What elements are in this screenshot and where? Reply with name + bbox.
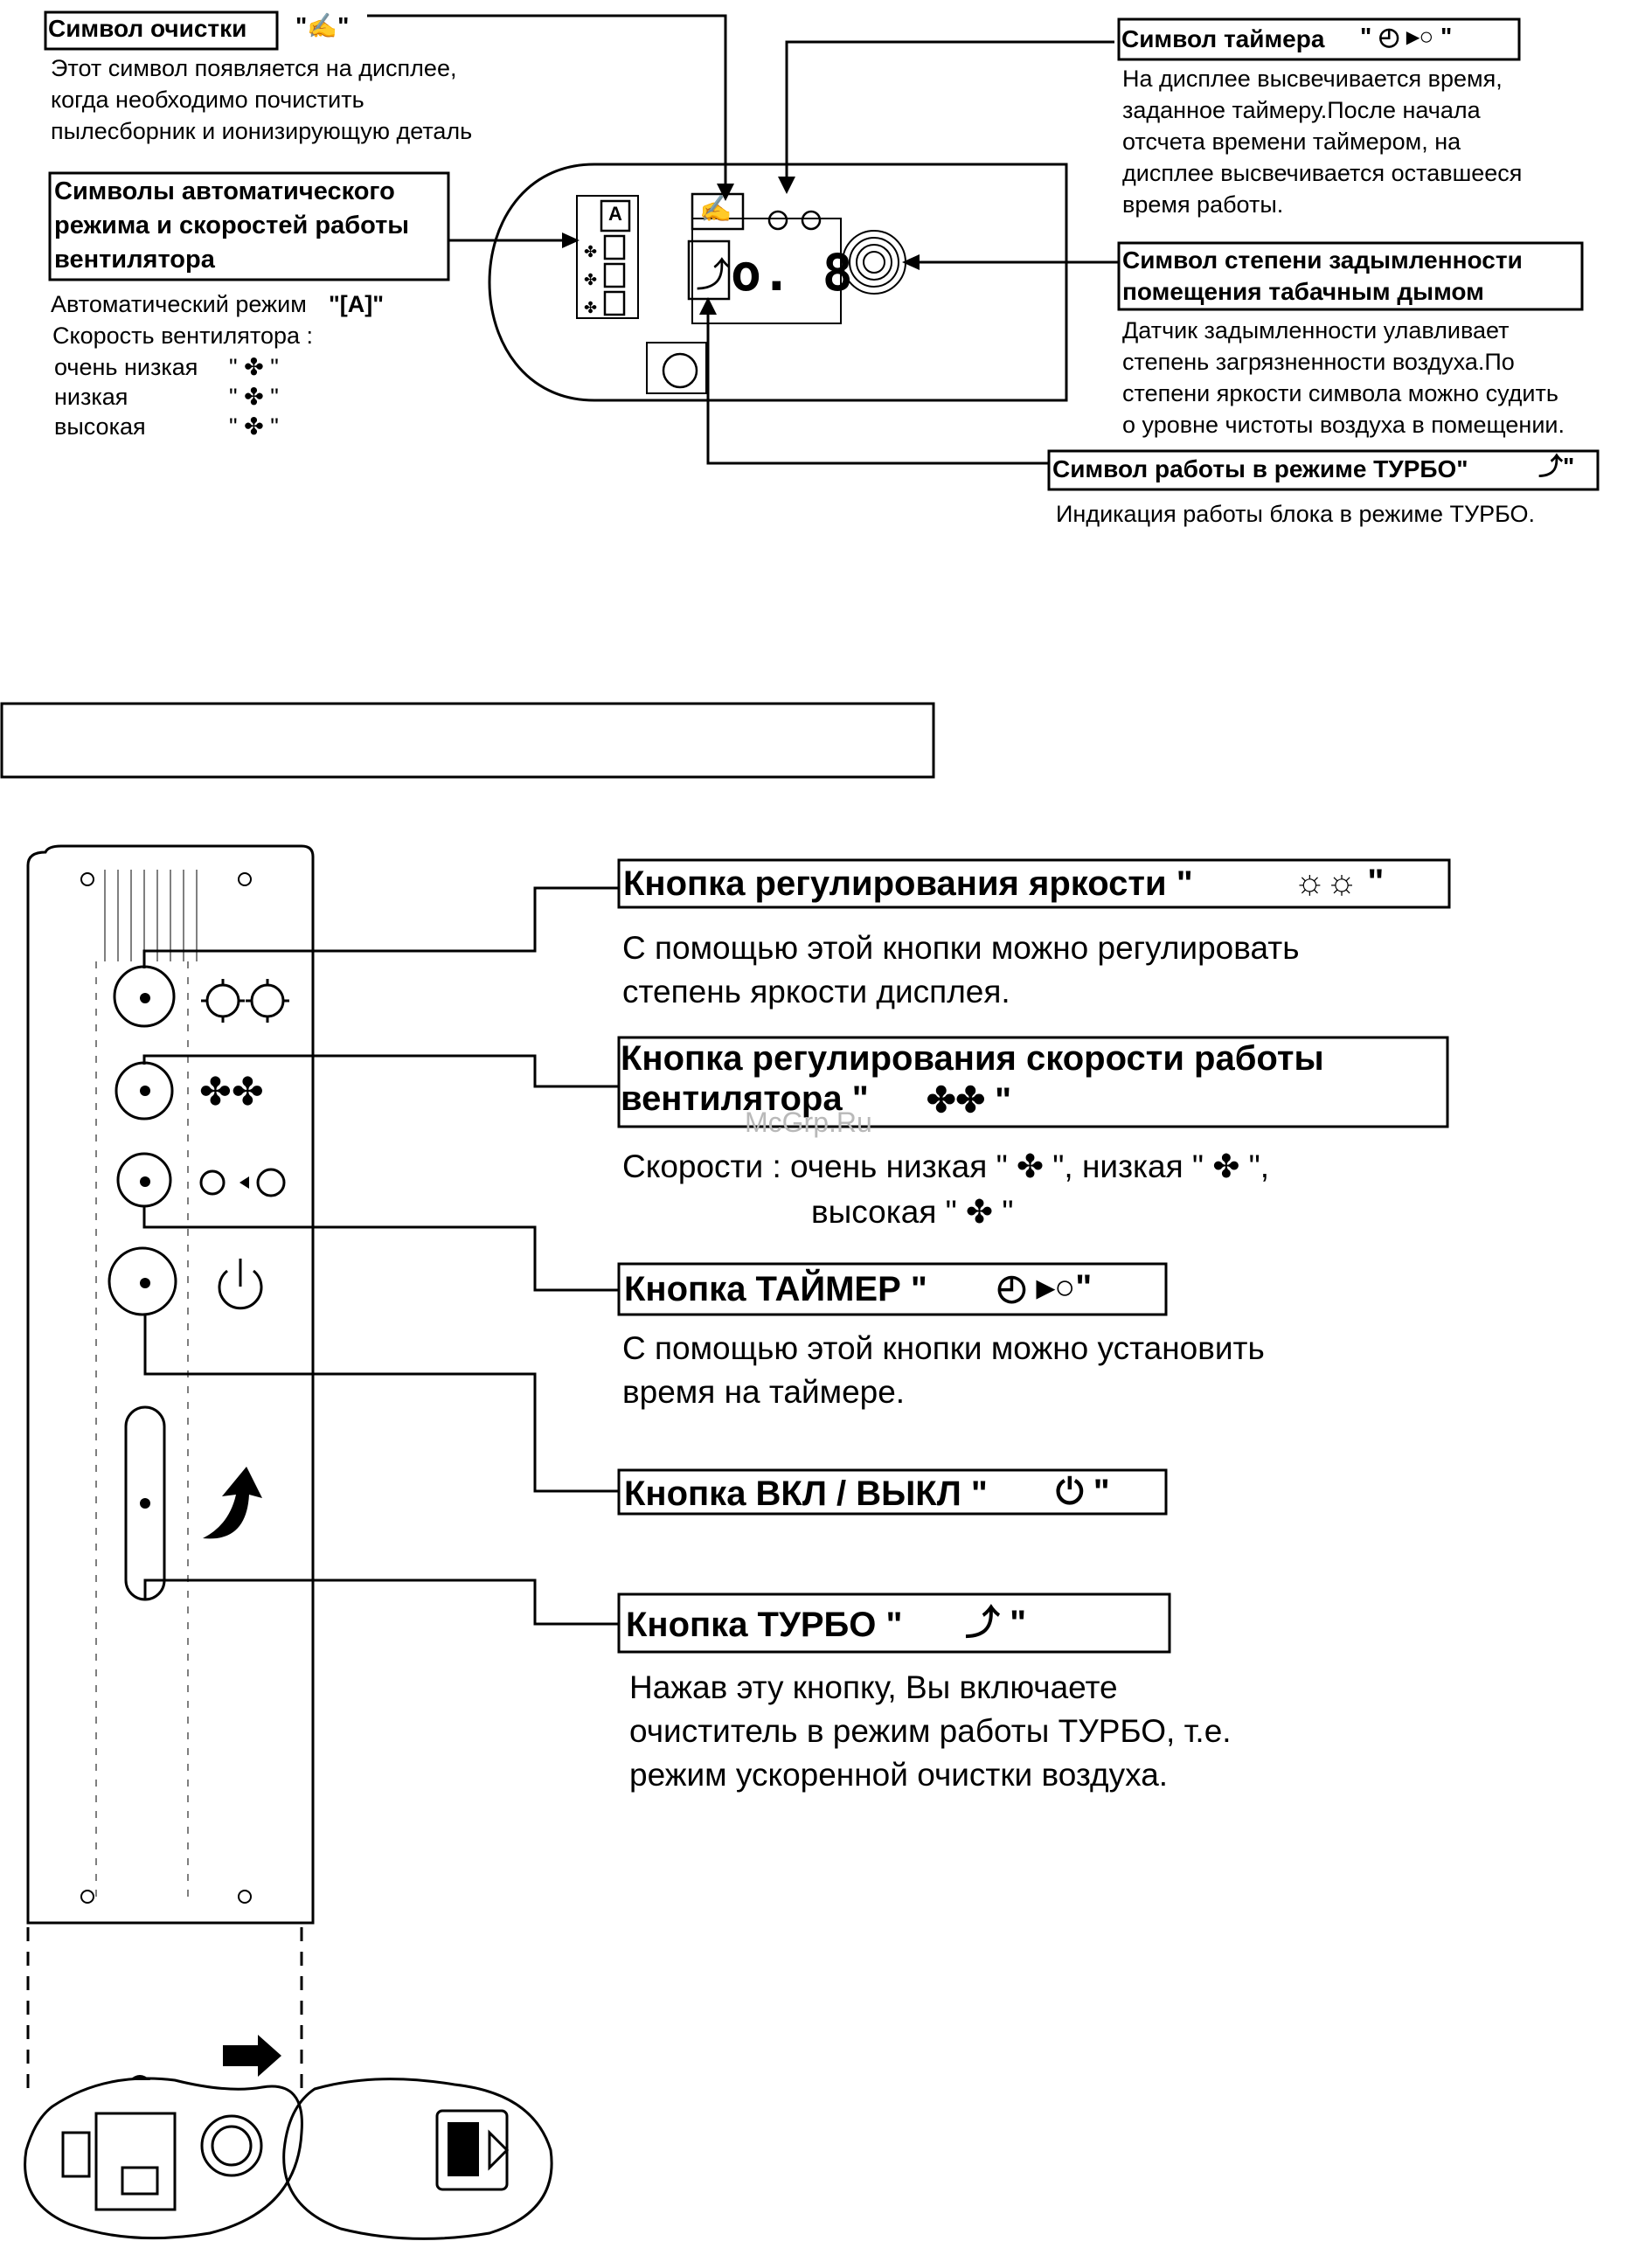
- smoke-symbol-desc: Датчик задымленности улавливает степень …: [1122, 317, 1565, 438]
- brightness-button-desc: С помощью этой кнопки можно регулировать…: [622, 930, 1300, 1010]
- display-turbo-icon: ⤴: [696, 256, 731, 295]
- section-heading-box: [0, 702, 935, 779]
- fan-button-desc-line1: Скорости : очень низкая " ✤ ", низкая " …: [622, 1148, 1270, 1184]
- display-fan-icons: ✤✤✤: [584, 243, 598, 316]
- fan-speed-very-low-symbol: " ✤ ": [229, 354, 279, 380]
- power-button-graphic: [108, 1246, 177, 1316]
- watermark: McGrp.Ru: [745, 1107, 872, 1138]
- fan-speed-label: Скорость вентилятора :: [52, 323, 314, 349]
- cleaning-symbol-box: [691, 192, 745, 231]
- timer-symbol-title: Символ таймера: [1121, 25, 1325, 52]
- fan-speed-low-symbol: " ✤ ": [229, 384, 279, 410]
- fan-button-symbol: ✤✤ ": [927, 1081, 1012, 1120]
- timer-symbol-glyph: " ◴ ▸○ ": [1360, 23, 1453, 50]
- fan-speed-high-symbol: " ✤ ": [229, 413, 279, 440]
- auto-mode-label: Автоматический режим: [51, 291, 307, 317]
- smoke-symbol-title: Символ степени задымленности помещения т…: [1122, 246, 1523, 305]
- display-lower-button: [646, 342, 707, 394]
- display-auto-letter: A: [608, 203, 622, 225]
- display-segment-area: [691, 218, 842, 324]
- turbo-button-desc: Нажав эту кнопку, Вы включаете очистител…: [629, 1669, 1232, 1793]
- timer-button-desc: С помощью этой кнопки можно установить в…: [622, 1330, 1265, 1410]
- power-button-title: Кнопка ВКЛ / ВЫКЛ ": [624, 1474, 988, 1513]
- fan-speed-low-label: низкая: [54, 384, 128, 410]
- fan-speed-very-low-label: очень низкая: [54, 354, 198, 380]
- cleaning-symbol-desc: Этот символ появляется на дисплее, когда…: [51, 55, 473, 144]
- timer-button-symbol: ◴ ▸○": [996, 1268, 1093, 1307]
- power-symbol: [218, 1269, 263, 1310]
- power-button-symbol: ⏻ ": [1056, 1473, 1110, 1511]
- brightness-button-symbol: ☼☼ ": [1294, 863, 1385, 901]
- display-digits: o. 8: [731, 243, 853, 302]
- display-panel-outline: [488, 163, 1068, 402]
- fan-button-title: Кнопка регулирования скорости работы вен…: [621, 1039, 1324, 1118]
- auto-mode-symbol-box: [600, 199, 631, 232]
- fan-indicator-group: [576, 195, 639, 319]
- device-top-view-left: [24, 2077, 303, 2240]
- turbo-symbol-glyph: ⤴": [1538, 453, 1575, 480]
- turbo-button-title: Кнопка ТУРБО ": [626, 1606, 903, 1644]
- fan-button-desc-line2: высокая " ✤ ": [811, 1194, 1014, 1230]
- direction-arrow-icon: [223, 2035, 281, 2077]
- timer-symbol-desc: На дисплее высвечивается время, заданное…: [1122, 66, 1523, 218]
- timer-button-title: Кнопка ТАЙМЕР ": [624, 1270, 927, 1308]
- turbo-symbol-title: Символ работы в режиме ТУРБО": [1052, 455, 1468, 482]
- device-top-view-right: [282, 2078, 553, 2240]
- auto-mode-symbol: "[A]": [329, 291, 385, 317]
- cleaning-symbol-title: Символ очистки: [48, 15, 247, 42]
- brightness-button-title: Кнопка регулирования яркости ": [623, 864, 1193, 903]
- control-panel-body: [26, 844, 315, 1925]
- turbo-button-symbol: ⤴ ": [965, 1604, 1027, 1642]
- fan-speed-high-label: высокая: [54, 413, 146, 440]
- cleaning-symbol-glyph: "✍": [295, 12, 350, 39]
- turbo-symbol-desc: Индикация работы блока в режиме ТУРБО.: [1056, 501, 1536, 527]
- fan-button-icons: ✤✤: [199, 1071, 264, 1114]
- turbo-arrow-icon: [203, 1467, 262, 1539]
- display-cleaning-icon: ✍: [699, 195, 732, 224]
- auto-fan-title: Символы автоматического режима и скорост…: [54, 177, 410, 274]
